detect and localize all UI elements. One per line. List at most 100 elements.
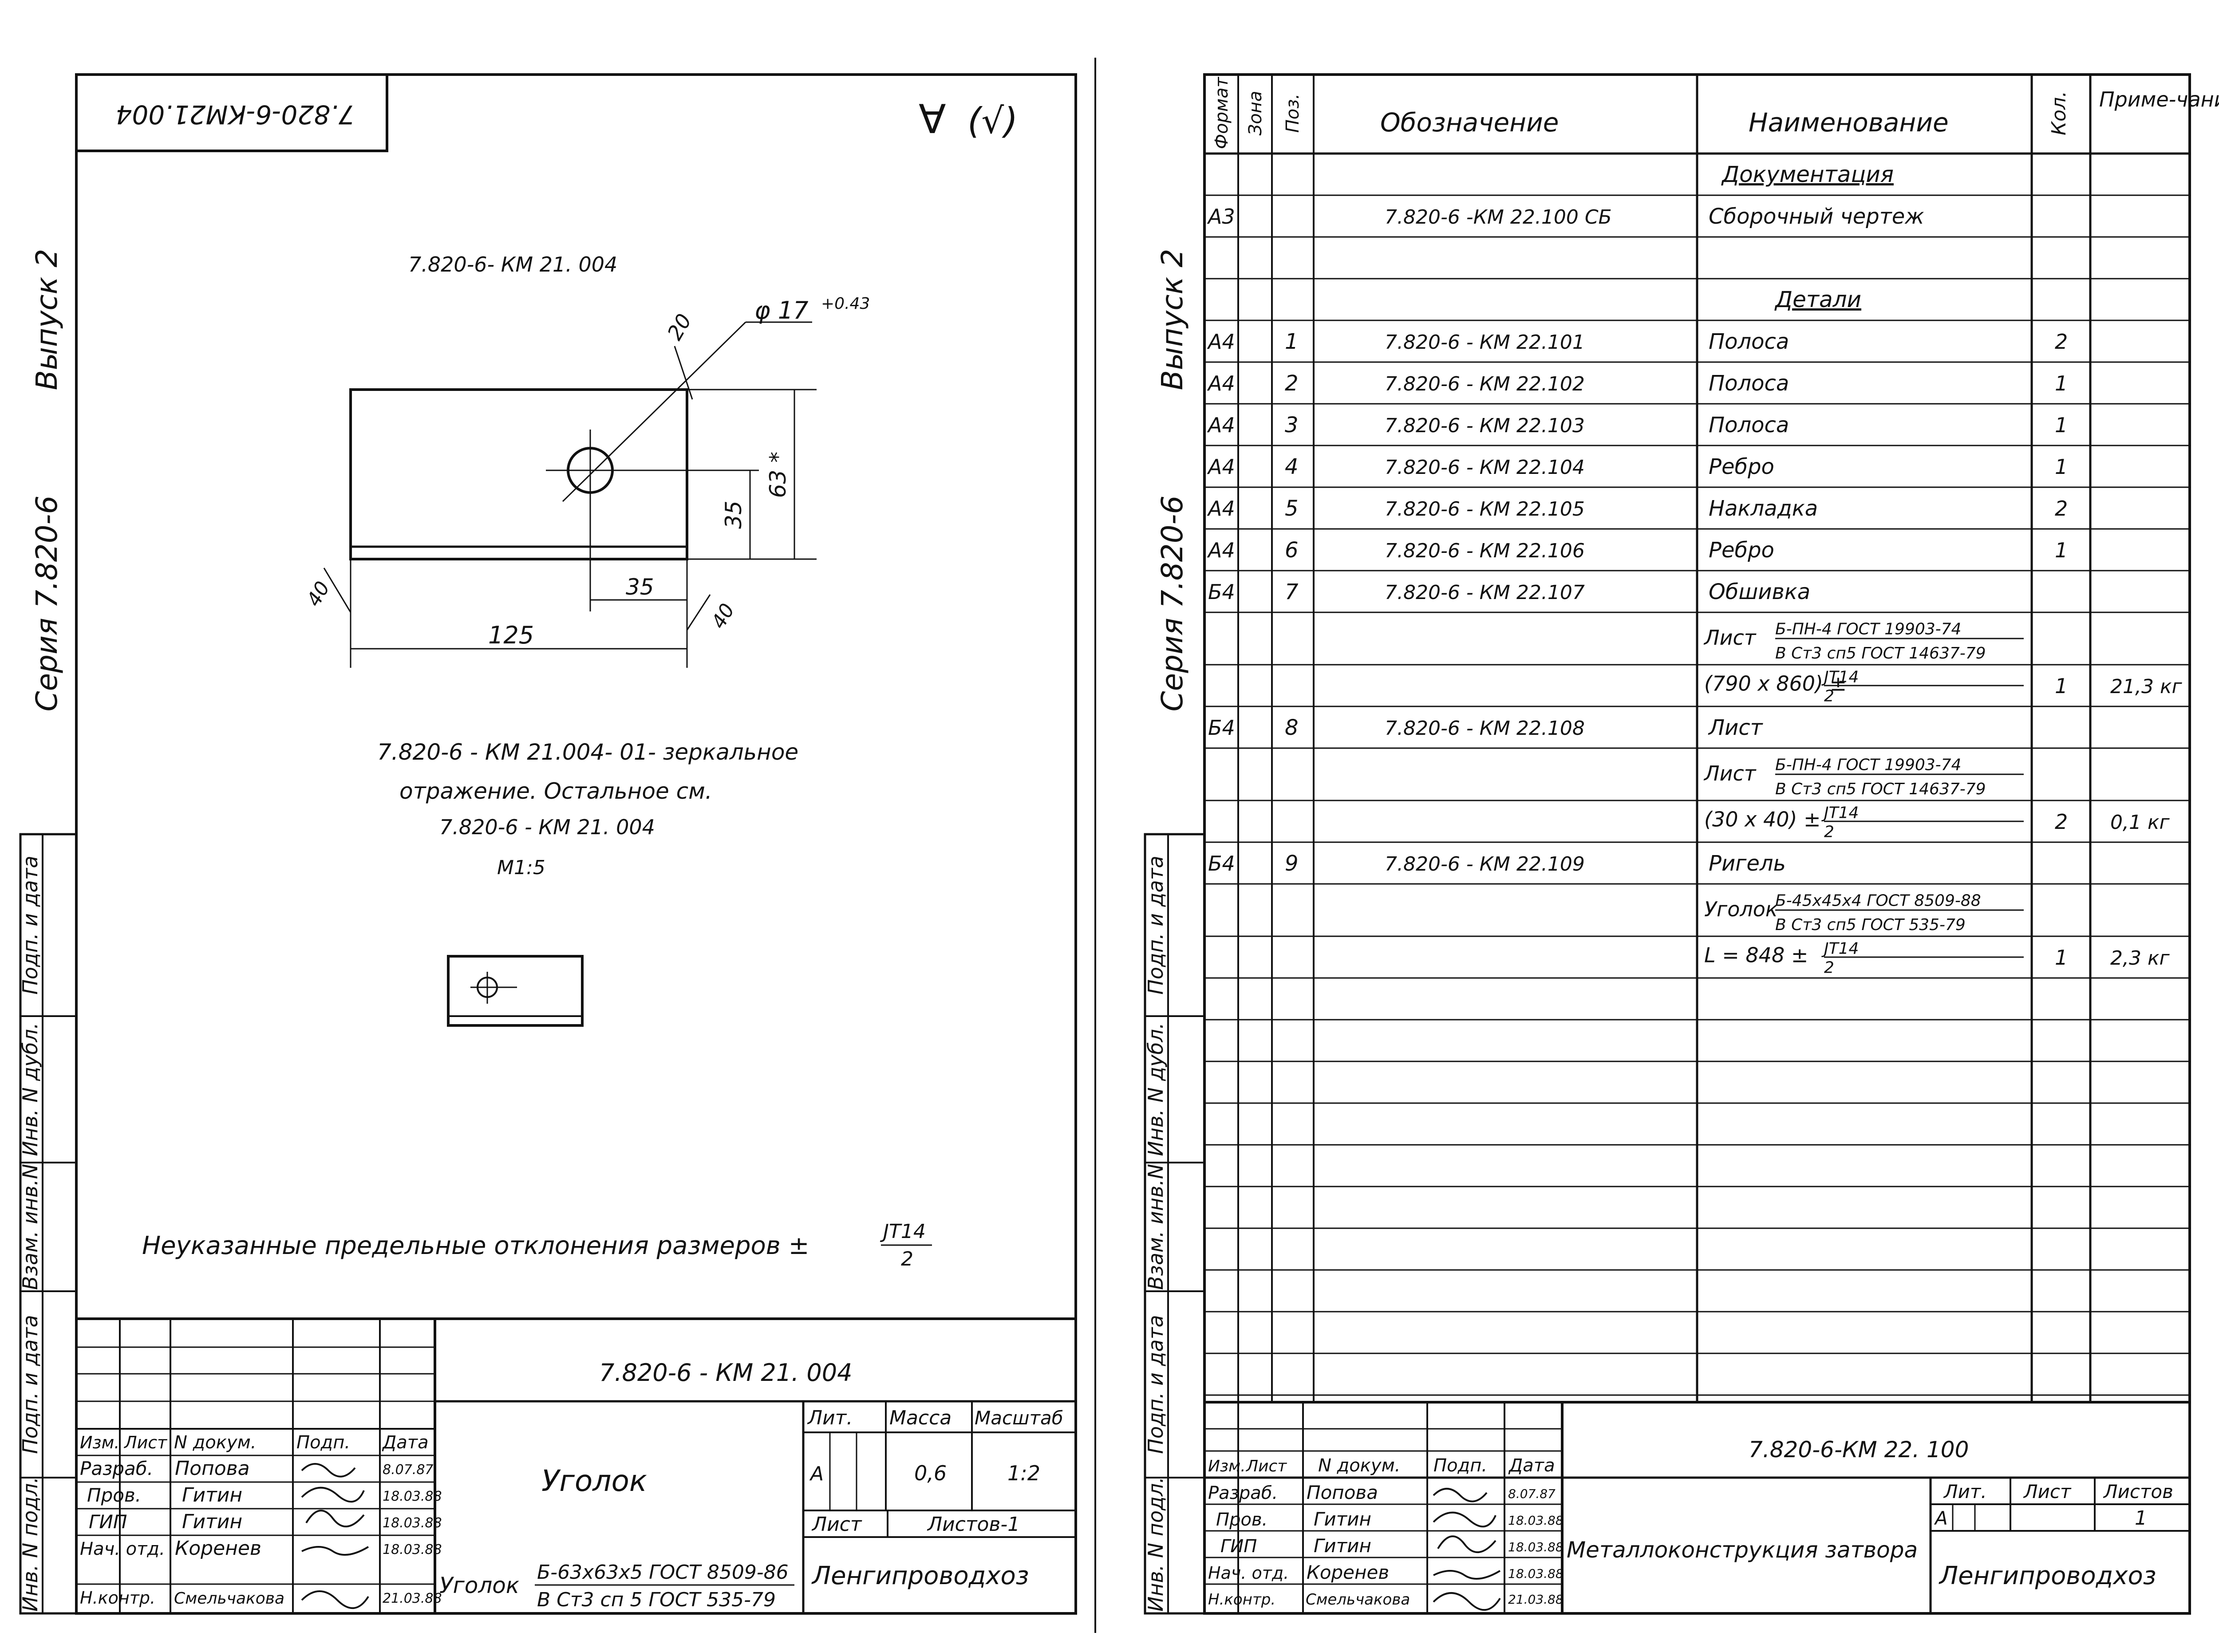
spec-pos: 1 <box>1285 329 1299 354</box>
spec-frac-bottom: В Ст3 сп5 ГОСТ 14637-79 <box>1775 644 1986 662</box>
spec-qty: 2 <box>2055 810 2068 834</box>
spec-pos: 8 <box>1285 715 1299 740</box>
spec-name: Полоса <box>1709 413 1789 438</box>
spec-hdr-qty: Кол. <box>2048 91 2070 135</box>
dim-thick-right: 40 <box>707 600 739 633</box>
tb-right-doc-code: 7.820-6-КМ 22. 100 <box>1749 1437 1969 1463</box>
tb-left-hdr-doc: N докум. <box>174 1432 257 1453</box>
spec-name: Ребро <box>1709 454 1774 479</box>
tb-left-hdr-date: Дата <box>382 1432 429 1453</box>
small-sketch <box>447 955 584 1027</box>
tb-right-role-5: Н.контр. <box>1208 1591 1275 1609</box>
right-title-block: Изм. Лист N докум. Подп. Дата Разраб. По… <box>1204 1401 2190 1613</box>
spec-format: А4 <box>1207 497 1235 520</box>
spec-name: Накладка <box>1709 496 1818 521</box>
tb-left-date-5: 21.03.88 <box>383 1591 442 1606</box>
tb-left-role-3: ГИП <box>89 1511 127 1533</box>
roughness-label: (√) <box>967 100 1018 142</box>
spec-name: Уголок <box>1704 897 1778 921</box>
spec-hdr-code: Обозначение <box>1380 107 1559 138</box>
dim-hole-tol: +0.43 <box>821 295 870 313</box>
tb-right-hdr-sign: Подп. <box>1433 1455 1487 1476</box>
tb-left-sheets-hdr: Листов-1 <box>927 1513 1020 1536</box>
spec-name: (30 х 40) ± <box>1704 807 1821 831</box>
spec-frac-bottom: 2 <box>1824 959 1834 977</box>
dim-thick-left: 40 <box>302 578 334 611</box>
spec-name: Полоса <box>1709 329 1789 354</box>
spec-name: Полоса <box>1709 371 1789 396</box>
spec-qty: 1 <box>2055 371 2068 395</box>
spec-table-grid <box>1204 75 2190 1402</box>
spec-pos: 4 <box>1285 454 1299 479</box>
spec-qty: 1 <box>2055 538 2068 562</box>
spec-pos: 6 <box>1285 538 1299 563</box>
spec-format: А4 <box>1207 413 1235 437</box>
spec-code: 7.820-6 - КМ 22.101 <box>1385 331 1585 354</box>
spec-section-title: Документация <box>1721 162 1894 187</box>
tb-left-lit: А <box>809 1463 824 1485</box>
spec-name: Ригель <box>1709 851 1786 876</box>
spec-hdr-format: Формат <box>1212 76 1232 149</box>
tolerance-note: Неуказанные предельные отклонения размер… <box>142 1231 809 1260</box>
tb-right-date-2: 18.03.88 <box>1508 1513 1564 1528</box>
tolerance-frac-top: JT14 <box>880 1220 926 1243</box>
tb-right-date-5: 21.03.88 <box>1508 1592 1564 1607</box>
spec-note: 21,3 кг <box>2110 675 2183 698</box>
spec-name: Лист <box>1703 626 1757 650</box>
spec-code: 7.820-6 - КМ 22.102 <box>1385 373 1585 395</box>
spec-code: 7.820-6 - КМ 22.107 <box>1385 581 1585 604</box>
spec-pos: 7 <box>1285 580 1299 604</box>
spec-hdr-pos: Поз. <box>1283 94 1303 133</box>
tb-left-date-2: 18.03.88 <box>383 1489 442 1504</box>
spec-name: Лист <box>1708 715 1764 740</box>
tb-left-hdr-list: Лист <box>123 1433 168 1452</box>
tb-right-name-5: Смельчакова <box>1306 1591 1410 1609</box>
tb-left-name-2: Гитин <box>182 1484 242 1506</box>
right-margin-label-replace: Взам. инв.N <box>1144 1164 1168 1290</box>
spec-pos: 9 <box>1285 851 1299 876</box>
tb-left-date-1: 8.07.87 <box>383 1462 434 1478</box>
note-line-4: М1:5 <box>497 856 545 879</box>
left-margin-label-replace: Взам. инв.N <box>18 1164 42 1290</box>
tb-left-material-label: Уголок <box>439 1573 519 1598</box>
tb-left-material-top: Б-63х63х5 ГОСТ 8509-86 <box>537 1561 789 1584</box>
tb-right-lit: А <box>1934 1507 1948 1529</box>
spec-frac-top: JT14 <box>1821 939 1859 958</box>
left-side-release: Выпуск 2 <box>30 249 64 390</box>
spec-format: А4 <box>1207 330 1235 354</box>
tb-right-org: Ленгипроводхоз <box>1939 1561 2156 1590</box>
dim-height-total: 63 * <box>765 452 791 498</box>
tb-right-role-4: Нач. отд. <box>1208 1563 1289 1583</box>
right-margin-label-sign2: Подп. и дата <box>1144 1315 1168 1454</box>
spec-format: Б4 <box>1208 580 1235 604</box>
tb-right-role-2: Пров. <box>1216 1510 1267 1530</box>
dim-angle-top: 20 <box>663 310 696 344</box>
tb-right-hdr-list: Лист <box>1245 1457 1287 1475</box>
spec-code: 7.820-6 - КМ 22.104 <box>1385 456 1585 479</box>
left-margin-label-sign1: Подп. и дата <box>18 856 42 994</box>
spec-qty: 1 <box>2055 946 2068 970</box>
left-drawing-code: 7.820-6- КМ 21. 004 <box>408 252 617 276</box>
tb-left-hdr-sign: Подп. <box>296 1432 350 1453</box>
left-top-stamp <box>75 73 388 152</box>
spec-note: 2,3 кг <box>2110 947 2170 970</box>
spec-code: 7.820-6 - КМ 22.108 <box>1385 717 1585 740</box>
dim-hole-x: 35 <box>626 574 654 600</box>
spec-name: Лист <box>1703 761 1757 785</box>
left-margin-label-dup: Инв. N дубл. <box>18 1022 42 1156</box>
tb-right-name-2: Гитин <box>1314 1508 1371 1530</box>
spec-format: А4 <box>1207 371 1235 395</box>
left-side-series: Серия 7.820-6 <box>30 496 64 712</box>
tb-right-hdr-date: Дата <box>1508 1455 1555 1476</box>
right-side-release: Выпуск 2 <box>1155 249 1189 390</box>
spec-qty: 1 <box>2055 413 2068 437</box>
spec-name: Сборочный чертеж <box>1709 204 1924 229</box>
tb-right-role-1: Разраб. <box>1208 1483 1278 1503</box>
dim-length: 125 <box>488 621 534 649</box>
spec-section-title: Детали <box>1774 287 1861 312</box>
tb-left-doc-code: 7.820-6 - КМ 21. 004 <box>599 1359 852 1387</box>
spec-format: А4 <box>1207 455 1235 479</box>
note-line-2: отражение. Остальное см. <box>399 778 712 804</box>
